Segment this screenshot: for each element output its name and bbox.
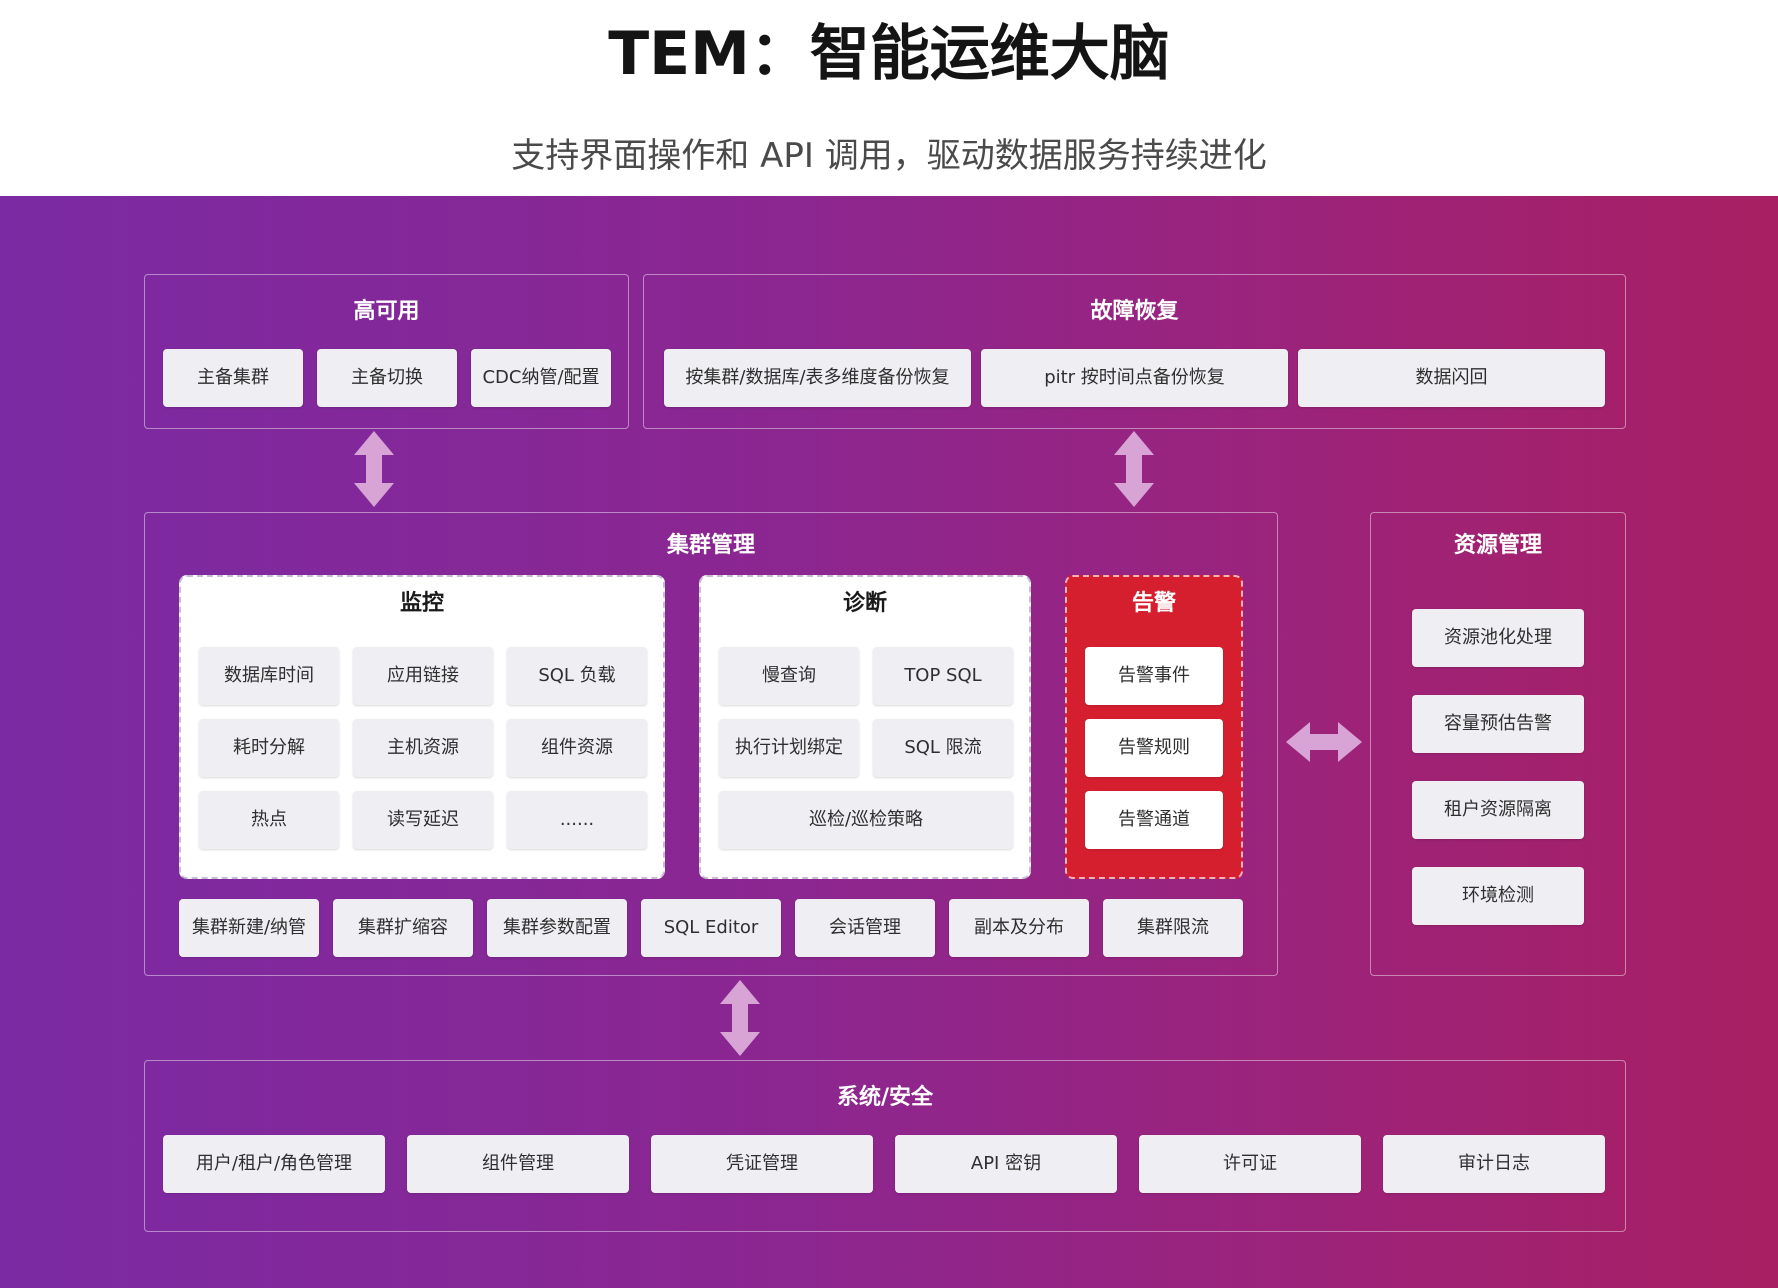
chip-cluster-params[interactable]: 集群参数配置 xyxy=(487,899,627,957)
chip-monitor-app-link[interactable]: 应用链接 xyxy=(353,647,493,705)
chip-monitor-component-resource[interactable]: 组件资源 xyxy=(507,719,647,777)
chip-monitor-sql-load[interactable]: SQL 负载 xyxy=(507,647,647,705)
group-title: 告警 xyxy=(1131,591,1176,616)
chip-ha-cdc[interactable]: CDC纳管/配置 xyxy=(471,349,611,407)
chip-alert-rules[interactable]: 告警规则 xyxy=(1085,719,1223,777)
panel-title: 系统/安全 xyxy=(836,1085,934,1110)
chip-cluster-sql-editor[interactable]: SQL Editor xyxy=(641,899,781,957)
panel-title: 故障恢复 xyxy=(1090,299,1179,324)
chip-system-user-roles[interactable]: 用户/租户/角色管理 xyxy=(163,1135,385,1193)
chip-monitor-time-breakdown[interactable]: 耗时分解 xyxy=(199,719,339,777)
chip-system-credentials[interactable]: 凭证管理 xyxy=(651,1135,873,1193)
chip-monitor-rw-latency[interactable]: 读写延迟 xyxy=(353,791,493,849)
chip-cluster-sessions[interactable]: 会话管理 xyxy=(795,899,935,957)
chip-cluster-scale[interactable]: 集群扩缩容 xyxy=(333,899,473,957)
chip-resource-capacity-alert[interactable]: 容量预估告警 xyxy=(1412,695,1584,753)
arrow-updown-recovery xyxy=(1114,431,1154,507)
chip-cluster-create[interactable]: 集群新建/纳管 xyxy=(179,899,319,957)
arrow-updown-system xyxy=(720,980,760,1056)
chip-diagnose-inspection[interactable]: 巡检/巡检策略 xyxy=(719,791,1013,849)
panel-title: 高可用 xyxy=(353,299,420,324)
chip-alert-channels[interactable]: 告警通道 xyxy=(1085,791,1223,849)
group-monitor: 监控 数据库时间 应用链接 SQL 负载 耗时分解 主机资源 组件资源 热点 读… xyxy=(179,575,665,879)
panel-resource-management: 资源管理 资源池化处理 容量预估告警 租户资源隔离 环境检测 xyxy=(1370,512,1626,976)
chip-resource-tenant-isolation[interactable]: 租户资源隔离 xyxy=(1412,781,1584,839)
panel-title: 集群管理 xyxy=(666,533,755,558)
architecture-band: 高可用 主备集群 主备切换 CDC纳管/配置 故障恢复 按集群/数据库/表多维度… xyxy=(0,196,1778,1288)
panel-high-availability: 高可用 主备集群 主备切换 CDC纳管/配置 xyxy=(144,274,629,429)
group-title: 监控 xyxy=(399,591,444,616)
chip-monitor-more[interactable]: ...... xyxy=(507,791,647,849)
chip-monitor-db-time[interactable]: 数据库时间 xyxy=(199,647,339,705)
chip-diagnose-top-sql[interactable]: TOP SQL xyxy=(873,647,1013,705)
chip-alert-events[interactable]: 告警事件 xyxy=(1085,647,1223,705)
arrow-leftright-resource xyxy=(1286,722,1362,762)
chip-diagnose-sql-throttle[interactable]: SQL 限流 xyxy=(873,719,1013,777)
chip-system-api-key[interactable]: API 密钥 xyxy=(895,1135,1117,1193)
chip-system-license[interactable]: 许可证 xyxy=(1139,1135,1361,1193)
page-title: TEM：智能运维大脑 xyxy=(608,19,1170,89)
chip-cluster-throttle[interactable]: 集群限流 xyxy=(1103,899,1243,957)
panel-title: 资源管理 xyxy=(1453,533,1542,558)
chip-cluster-replicas[interactable]: 副本及分布 xyxy=(949,899,1089,957)
group-title: 诊断 xyxy=(842,591,887,616)
chip-recovery-backup[interactable]: 按集群/数据库/表多维度备份恢复 xyxy=(664,349,971,407)
chip-resource-env-check[interactable]: 环境检测 xyxy=(1412,867,1584,925)
panel-system-security: 系统/安全 用户/租户/角色管理 组件管理 凭证管理 API 密钥 许可证 审计… xyxy=(144,1060,1626,1232)
group-diagnose: 诊断 慢查询 TOP SQL 执行计划绑定 SQL 限流 巡检/巡检策略 xyxy=(699,575,1031,879)
chip-ha-standby-cluster[interactable]: 主备集群 xyxy=(163,349,303,407)
chip-diagnose-slow-query[interactable]: 慢查询 xyxy=(719,647,859,705)
arrow-updown-ha xyxy=(354,431,394,507)
chip-monitor-host-resource[interactable]: 主机资源 xyxy=(353,719,493,777)
chip-recovery-pitr[interactable]: pitr 按时间点备份恢复 xyxy=(981,349,1288,407)
chip-system-components[interactable]: 组件管理 xyxy=(407,1135,629,1193)
panel-cluster-management: 集群管理 监控 数据库时间 应用链接 SQL 负载 耗时分解 主机资源 组件资源… xyxy=(144,512,1278,976)
chip-ha-switchover[interactable]: 主备切换 xyxy=(317,349,457,407)
chip-diagnose-plan-binding[interactable]: 执行计划绑定 xyxy=(719,719,859,777)
chip-system-audit-log[interactable]: 审计日志 xyxy=(1383,1135,1605,1193)
page-subtitle: 支持界面操作和 API 调用，驱动数据服务持续进化 xyxy=(511,136,1267,176)
group-alert: 告警 告警事件 告警规则 告警通道 xyxy=(1065,575,1243,879)
chip-resource-pooling[interactable]: 资源池化处理 xyxy=(1412,609,1584,667)
chip-recovery-flashback[interactable]: 数据闪回 xyxy=(1298,349,1605,407)
chip-monitor-hotspot[interactable]: 热点 xyxy=(199,791,339,849)
panel-fault-recovery: 故障恢复 按集群/数据库/表多维度备份恢复 pitr 按时间点备份恢复 数据闪回 xyxy=(643,274,1626,429)
